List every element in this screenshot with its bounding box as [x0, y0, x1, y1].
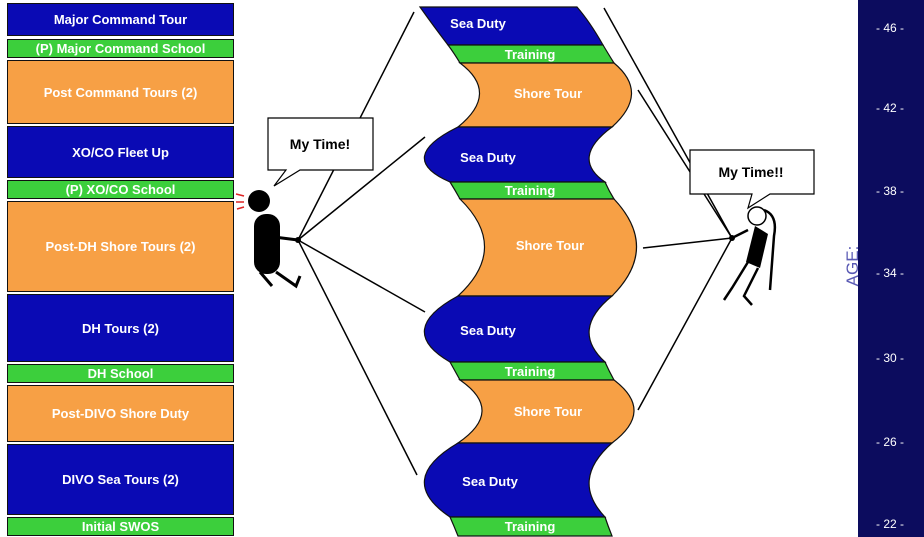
career-block-xo-co-school: (P) XO/CO School	[7, 180, 234, 199]
wave-sea-duty-3	[423, 295, 614, 363]
career-block-major-command-school: (P) Major Command School	[7, 39, 234, 58]
career-block-major-command-tour: Major Command Tour	[7, 3, 234, 36]
age-tick-46: - 46 -	[876, 21, 904, 35]
man-figure-icon	[235, 190, 302, 289]
wave-label-training-4: Training	[505, 519, 556, 534]
career-block-post-divo-shore-duty: Post-DIVO Shore Duty	[7, 385, 234, 442]
speech-text-right: My Time!!	[718, 164, 783, 180]
age-tick-38: - 38 -	[876, 184, 904, 198]
age-tick-26: - 26 -	[876, 435, 904, 449]
wave-training-4	[449, 516, 613, 537]
woman-figure-icon	[722, 206, 777, 306]
wave-label-sea-duty-1: Sea Duty	[450, 16, 506, 31]
wave-label-sea-duty-4: Sea Duty	[462, 474, 518, 489]
age-tick-34: - 34 -	[876, 266, 904, 280]
wave-label-shore-tour-3: Shore Tour	[514, 404, 582, 419]
career-block-post-dh-shore-tours: Post-DH Shore Tours (2)	[7, 201, 234, 292]
right-ropes	[603, 7, 733, 411]
wave-segments	[418, 6, 638, 537]
career-block-dh-tours: DH Tours (2)	[7, 294, 234, 362]
speech-bubble-right: My Time!!	[689, 149, 815, 210]
wave-sea-duty-2	[423, 126, 614, 183]
age-tick-42: - 42 -	[876, 101, 904, 115]
age-tick-30: - 30 -	[876, 351, 904, 365]
left-ropes	[297, 11, 426, 476]
speech-text-left: My Time!	[290, 136, 350, 152]
wave-label-training-2: Training	[505, 183, 556, 198]
wave-label-shore-tour-1: Shore Tour	[514, 86, 582, 101]
wave-label-sea-duty-3: Sea Duty	[460, 323, 516, 338]
wave-sea-duty-1	[418, 6, 605, 46]
wave-label-shore-tour-2: Shore Tour	[516, 238, 584, 253]
age-axis: AGE: - 46 - - 42 - - 38 - - 34 - - 30 - …	[843, 0, 924, 537]
wave-label-sea-duty-2: Sea Duty	[460, 150, 516, 165]
wave-sea-duty-4	[423, 442, 614, 518]
career-block-initial-swos: Initial SWOS	[7, 517, 234, 536]
career-block-xo-co-fleet-up: XO/CO Fleet Up	[7, 126, 234, 178]
age-axis-label: AGE:	[843, 246, 862, 287]
career-block-dh-school: DH School	[7, 364, 234, 383]
career-block-post-command-tours: Post Command Tours (2)	[7, 60, 234, 124]
wave-label-training-1: Training	[505, 47, 556, 62]
career-block-divo-sea-tours: DIVO Sea Tours (2)	[7, 444, 234, 515]
wave-label-training-3: Training	[505, 364, 556, 379]
speech-bubble-left: My Time!	[267, 117, 374, 187]
age-tick-22: - 22 -	[876, 517, 904, 531]
